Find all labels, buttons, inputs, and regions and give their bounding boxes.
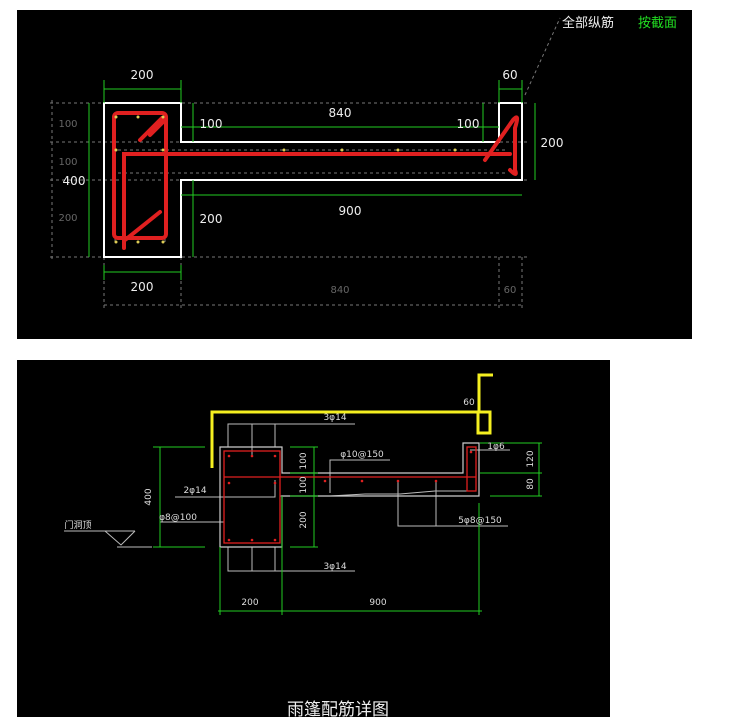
rebar-points bbox=[114, 115, 457, 244]
dim-h100-b: 100 bbox=[299, 476, 309, 493]
dim-gray-840: 840 bbox=[330, 285, 349, 296]
label-end-bar: 1φ6 bbox=[487, 442, 505, 452]
rebar bbox=[223, 446, 477, 544]
dim-col-lower: 200 bbox=[200, 212, 223, 226]
dimension-lines bbox=[88, 80, 536, 280]
dim-r120: 120 bbox=[526, 450, 536, 467]
label-bottom-bars: 3φ14 bbox=[323, 562, 346, 572]
highlight-rebar bbox=[210, 373, 493, 468]
dim-h100-a: 100 bbox=[299, 452, 309, 469]
dim-height-400: 400 bbox=[144, 488, 154, 505]
dim-slab-length-mid: 900 bbox=[339, 204, 362, 218]
dim-total-height: 400 bbox=[63, 174, 86, 188]
guide-lines bbox=[50, 17, 561, 310]
dim-gray-200: 200 bbox=[58, 213, 77, 224]
leader-lines bbox=[64, 423, 510, 572]
label-hook-60: 60 bbox=[463, 398, 475, 408]
dim-b900: 900 bbox=[369, 598, 386, 608]
dim-slab-top-left: 100 bbox=[200, 117, 223, 131]
label-slab-bars: φ10@150 bbox=[340, 450, 384, 460]
dim-slab-length-top: 840 bbox=[329, 106, 352, 120]
door-top-label: 门洞顶 bbox=[64, 519, 91, 531]
section-drawing: 200 840 100 100 60 200 400 900 200 200 8… bbox=[50, 15, 677, 310]
dim-gray-100-a: 100 bbox=[58, 119, 77, 130]
label-top-bars: 3φ14 bbox=[323, 413, 346, 423]
dim-r80: 80 bbox=[526, 478, 536, 490]
dim-col-width-bottom: 200 bbox=[131, 280, 154, 294]
dim-end-height: 200 bbox=[541, 136, 564, 150]
label-mid-bars: 2φ14 bbox=[183, 486, 206, 496]
dim-slab-top-right: 100 bbox=[457, 117, 480, 131]
cad-section-view[interactable]: 200 840 100 100 60 200 400 900 200 200 8… bbox=[17, 10, 692, 339]
all-rebar-link[interactable]: 全部纵筋 bbox=[562, 15, 614, 31]
dim-col-width-top: 200 bbox=[131, 68, 154, 82]
dimension-lines bbox=[153, 442, 542, 615]
dim-h200: 200 bbox=[299, 511, 309, 528]
by-section-link[interactable]: 按截面 bbox=[638, 16, 677, 31]
dim-b200: 200 bbox=[241, 598, 258, 608]
label-stirrups: φ8@100 bbox=[159, 513, 197, 523]
dim-gray-60: 60 bbox=[504, 285, 517, 296]
dim-gray-100-b: 100 bbox=[58, 157, 77, 168]
rebar-detail-drawing: 3φ14 φ10@150 2φ14 φ8@100 1φ6 5φ8@150 3φ1… bbox=[17, 360, 610, 717]
drawing-title: 雨篷配筋详图 bbox=[287, 700, 389, 717]
detail-drawing: 3φ14 φ10@150 2φ14 φ8@100 1φ6 5φ8@150 3φ1… bbox=[64, 373, 542, 717]
dim-end-width: 60 bbox=[502, 68, 517, 82]
section-outline bbox=[219, 442, 480, 548]
label-dist-bars: 5φ8@150 bbox=[458, 516, 502, 526]
rebar-points bbox=[227, 450, 473, 542]
rebar bbox=[112, 111, 520, 250]
